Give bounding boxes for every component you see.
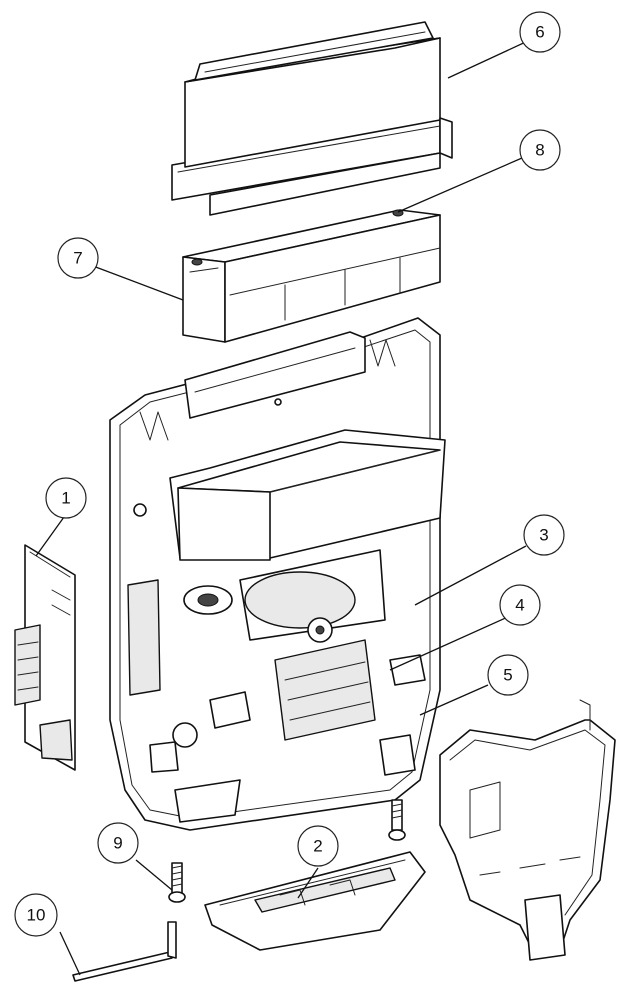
callout-2-label: 2	[313, 837, 322, 856]
callout-10-label: 10	[27, 906, 46, 925]
callout-7: 7	[57, 237, 99, 279]
callout-9: 9	[97, 822, 139, 864]
callout-4: 4	[499, 584, 541, 626]
callout-9-label: 9	[113, 834, 122, 853]
callout-1: 1	[45, 477, 87, 519]
leader-10	[59, 931, 81, 976]
leader-6	[447, 39, 531, 79]
callout-5: 5	[487, 654, 529, 696]
part-2-cover	[204, 851, 426, 951]
leader-7	[92, 265, 184, 301]
callout-8: 8	[519, 129, 561, 171]
leader-9	[135, 859, 173, 891]
callout-5-label: 5	[503, 666, 512, 685]
side-motor-housing	[439, 699, 616, 961]
leader-5	[419, 684, 489, 716]
leader-2	[297, 867, 319, 899]
part-1-pcb	[14, 544, 76, 771]
callout-6: 6	[519, 11, 561, 53]
callout-7-label: 7	[73, 249, 82, 268]
callout-3-label: 3	[539, 526, 548, 545]
callout-8-label: 8	[535, 141, 544, 160]
leader-4	[389, 615, 511, 671]
callout-2: 2	[297, 825, 339, 867]
callout-1-label: 1	[61, 489, 70, 508]
part-8-tray	[182, 209, 441, 343]
callout-6-label: 6	[535, 23, 544, 42]
callout-leaders	[35, 39, 531, 976]
part-9-screws	[168, 799, 406, 903]
leader-1	[35, 516, 65, 557]
part-10-hex-key	[72, 921, 177, 982]
inner-mechanism	[307, 617, 426, 686]
leader-8	[397, 157, 523, 213]
part-3-housing	[109, 317, 446, 831]
callout-4-label: 4	[515, 596, 524, 615]
callout-10: 10	[14, 893, 58, 937]
leader-3	[414, 545, 527, 606]
part-6-cartridge	[171, 21, 453, 216]
callout-3: 3	[523, 514, 565, 556]
